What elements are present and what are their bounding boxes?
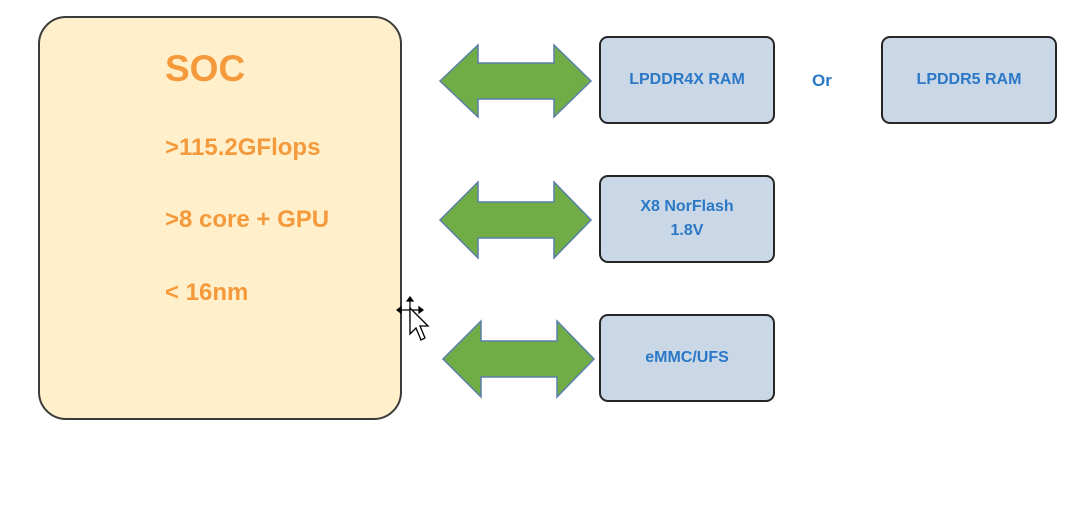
- or-label: Or: [812, 71, 832, 90]
- soc-block: SOC >115.2GFlops >8 core + GPU < 16nm: [38, 16, 402, 420]
- move-cursor-icon: [396, 296, 430, 341]
- norflash-voltage: 1.8V: [670, 222, 704, 239]
- bidirectional-arrow-ram: [438, 43, 593, 119]
- lpddr5-ram-label: LPDDR5 RAM: [916, 71, 1022, 88]
- lpddr4x-ram-block: LPDDR4X RAM: [599, 36, 775, 124]
- soc-title: SOC: [165, 48, 246, 89]
- norflash-block: X8 NorFlash 1.8V: [599, 175, 775, 263]
- soc-spec-process: < 16nm: [165, 279, 249, 306]
- soc-spec-cores: >8 core + GPU: [165, 206, 330, 233]
- emmc-ufs-block: eMMC/UFS: [599, 314, 775, 402]
- lpddr4x-ram-label: LPDDR4X RAM: [629, 71, 745, 88]
- norflash-label: X8 NorFlash: [640, 198, 734, 215]
- bidirectional-arrow-emmc: [441, 319, 596, 399]
- bidirectional-arrow-norflash: [438, 180, 593, 260]
- emmc-ufs-label: eMMC/UFS: [645, 349, 729, 366]
- lpddr5-ram-block: LPDDR5 RAM: [881, 36, 1057, 124]
- soc-spec-gflops: >115.2GFlops: [165, 134, 321, 161]
